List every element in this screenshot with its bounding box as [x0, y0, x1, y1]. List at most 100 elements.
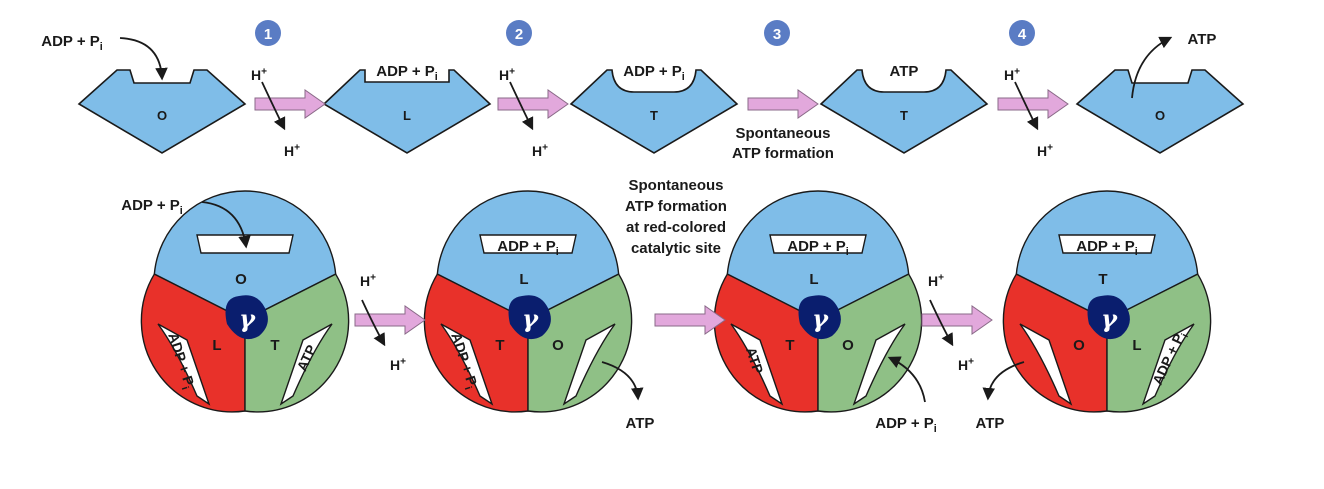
blue-state-label: L — [519, 271, 528, 288]
bottom-input-label-1: ADP + Pi — [121, 197, 183, 217]
bottom-release-label-1: ATP — [626, 415, 655, 432]
top-proton-in-label: H+ — [499, 66, 515, 83]
blue-binding-pocket — [769, 234, 867, 254]
top-proton-arrow-2 — [509, 81, 534, 131]
gamma-label: γ — [522, 304, 539, 333]
red-binding-pocket — [440, 323, 494, 406]
step-badge-circle — [506, 20, 532, 46]
gamma-subunit — [225, 295, 268, 340]
top-subunit-bound-label: ADP + Pi — [376, 63, 438, 83]
top-process-arrow-2 — [497, 89, 569, 119]
blue-bound-label: ADP + Pi — [787, 238, 849, 258]
top-subunit-1 — [77, 69, 247, 154]
step-badge-4: 4 — [1009, 20, 1035, 46]
step-number: 2 — [515, 26, 523, 43]
bottom-release-label-2: ATP — [976, 415, 1005, 432]
top-process-arrow-4 — [997, 89, 1069, 119]
bottom-complex-4 — [1002, 190, 1212, 413]
step-badge-3: 3 — [764, 20, 790, 46]
bottom-spontaneous-note-line4: catalytic site — [631, 240, 721, 257]
step-badge-2: 2 — [506, 20, 532, 46]
bottom-spontaneous-note-line3: at red-colored — [626, 219, 726, 236]
top-subunit-state-label: L — [403, 108, 411, 123]
red-binding-pocket — [1019, 323, 1073, 406]
bottom-complex-3 — [713, 190, 923, 413]
top-output-label: ATP — [1188, 31, 1217, 48]
bottom-release-arrow-2 — [982, 361, 1025, 401]
bottom-process-arrow-2 — [654, 305, 726, 335]
blue-bound-label: ADP + Pi — [1076, 238, 1138, 258]
green-binding-pocket — [279, 323, 333, 406]
top-proton-out-label: H+ — [532, 142, 548, 159]
bottom-proton-arrow-2 — [929, 299, 954, 347]
green-binding-pocket — [852, 323, 906, 406]
step-number: 4 — [1018, 26, 1027, 43]
gamma-label: γ — [239, 304, 256, 333]
blue-state-label: L — [809, 271, 818, 288]
bottom-proton-in-label: H+ — [928, 272, 944, 289]
top-input-label: ADP + Pi — [41, 33, 103, 53]
top-subunit-state-label: T — [900, 108, 908, 123]
blue-subunit — [726, 190, 910, 321]
red-state-label: T — [785, 337, 794, 354]
top-spontaneous-note-line2: ATP formation — [732, 145, 834, 162]
bottom-proton-out-label: H+ — [390, 356, 406, 373]
red-subunit — [140, 273, 246, 413]
red-state-label: L — [212, 337, 221, 354]
top-subunit-state-label: O — [1155, 108, 1165, 123]
bottom-complex-2 — [423, 190, 633, 413]
blue-bound-label: ADP + Pi — [497, 238, 559, 258]
top-proton-in-label: H+ — [1004, 66, 1020, 83]
gamma-subunit — [798, 295, 841, 340]
blue-subunit — [436, 190, 620, 321]
top-output-arrow — [1131, 36, 1173, 99]
red-subunit — [713, 273, 819, 413]
blue-subunit — [153, 190, 337, 321]
green-state-label: O — [842, 337, 854, 354]
bottom-proton-arrow-1 — [361, 299, 386, 347]
green-state-label: O — [552, 337, 564, 354]
step-number: 1 — [264, 26, 272, 43]
gamma-subunit — [508, 295, 551, 340]
gamma-label: γ — [812, 304, 829, 333]
bottom-release-arrow-1 — [601, 361, 644, 401]
step-badge-circle — [255, 20, 281, 46]
red-state-label: O — [1073, 337, 1085, 354]
step-badge-1: 1 — [255, 20, 281, 46]
top-process-arrow-3 — [747, 89, 819, 119]
bottom-process-arrow-3 — [921, 305, 993, 335]
green-state-label: L — [1132, 337, 1141, 354]
top-subunit-5 — [1075, 69, 1245, 154]
step-badge-circle — [764, 20, 790, 46]
top-subunit-3 — [569, 69, 739, 154]
top-subunit-2 — [322, 69, 492, 154]
bottom-proton-out-label: H+ — [958, 356, 974, 373]
top-spontaneous-note-line1: Spontaneous — [735, 125, 830, 142]
top-proton-arrow-3 — [1014, 81, 1039, 131]
top-subunit-4 — [819, 69, 989, 154]
bottom-complex-1 — [140, 190, 350, 413]
top-process-arrow-1 — [254, 89, 326, 119]
green-subunit — [817, 273, 923, 413]
bottom-process-arrow-1 — [354, 305, 426, 335]
top-proton-out-label: H+ — [1037, 142, 1053, 159]
top-proton-arrow-1 — [261, 81, 286, 131]
blue-binding-pocket — [1058, 234, 1156, 254]
top-proton-in-label: H+ — [251, 66, 267, 83]
top-subunit-state-label: O — [157, 108, 167, 123]
top-proton-out-label: H+ — [284, 142, 300, 159]
red-state-label: T — [495, 337, 504, 354]
bottom-input-arrow-1 — [201, 201, 251, 249]
top-input-arrow — [119, 37, 168, 81]
bottom-spontaneous-note-line2: ATP formation — [625, 198, 727, 215]
gamma-label: γ — [1101, 304, 1118, 333]
bottom-input-arrow-2 — [887, 356, 926, 403]
red-bound-label: ATP — [743, 345, 767, 376]
gamma-subunit — [1087, 295, 1130, 340]
red-binding-pocket — [157, 323, 211, 406]
green-subunit — [527, 273, 633, 413]
red-subunit — [423, 273, 529, 413]
blue-binding-pocket — [479, 234, 577, 254]
step-badge-circle — [1009, 20, 1035, 46]
